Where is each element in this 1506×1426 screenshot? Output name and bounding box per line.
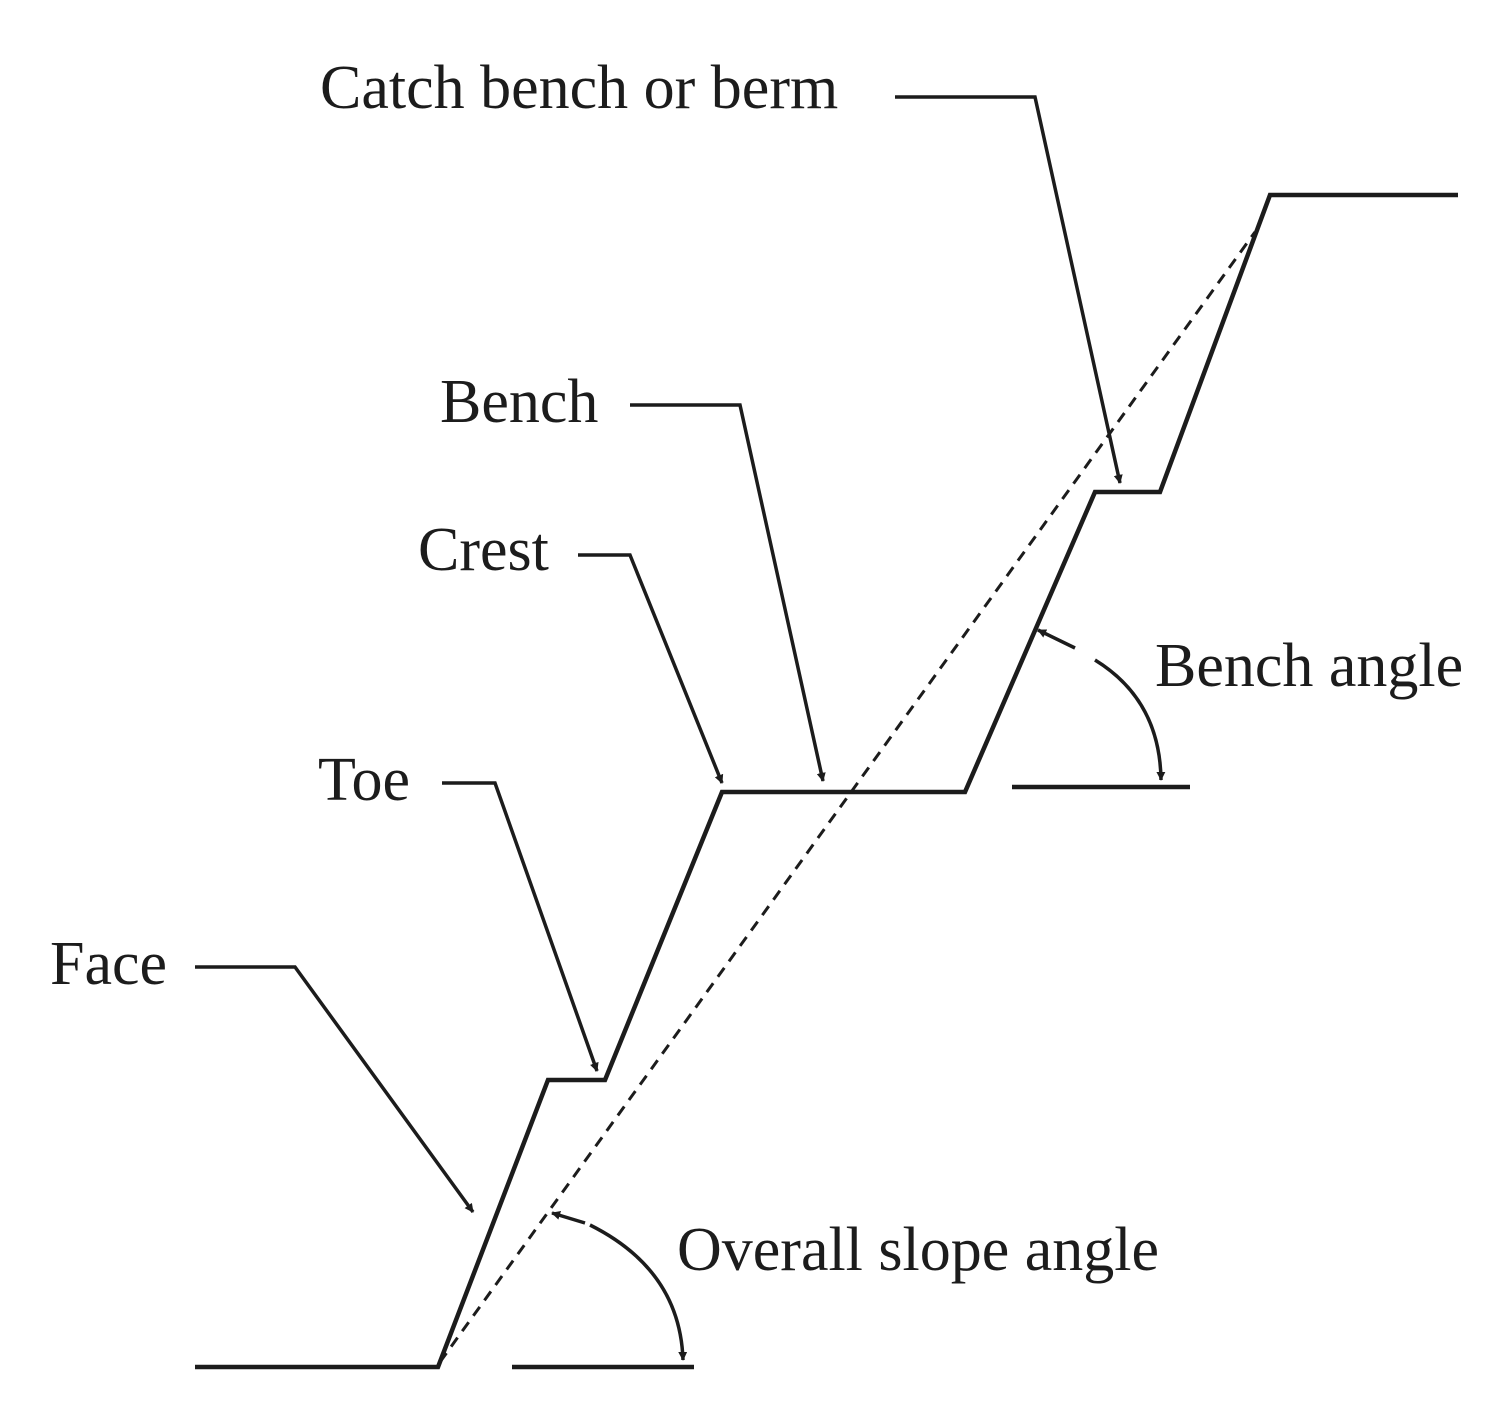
bench-angle-label: Bench angle	[1155, 632, 1463, 700]
overall-slope-line	[438, 231, 1257, 1363]
catch-bench-leader	[895, 95, 1123, 484]
overall-slope-angle-label: Overall slope angle	[677, 1216, 1159, 1284]
slope-profile	[195, 192, 1458, 1370]
overall-slope-angle-arc	[589, 1223, 688, 1361]
bench-leader	[630, 403, 826, 782]
catch-bench-label: Catch bench or berm	[320, 54, 838, 122]
bench-label: Bench	[440, 368, 598, 436]
bench-angle-arc-start	[1037, 628, 1076, 650]
toe-label: Toe	[318, 746, 410, 814]
overall-slope-angle-arc-start	[551, 1211, 586, 1225]
bench-angle-arc	[1094, 658, 1166, 781]
toe-leader	[442, 781, 599, 1072]
crest-label: Crest	[418, 516, 549, 584]
face-leader	[195, 965, 475, 1214]
crest-leader	[578, 553, 724, 784]
face-label: Face	[50, 930, 167, 998]
